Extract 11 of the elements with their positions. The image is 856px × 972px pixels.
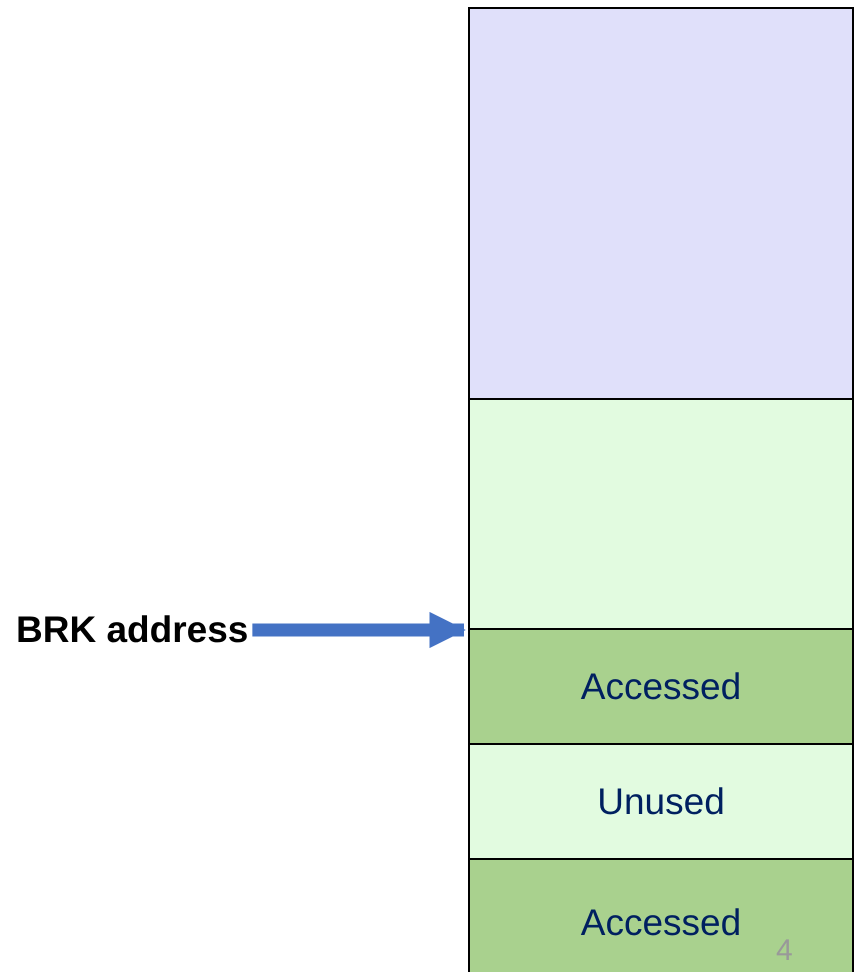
block-label: Accessed (580, 902, 742, 944)
memory-block (468, 7, 854, 400)
pointer-label: BRK address (16, 606, 248, 654)
memory-block (468, 743, 854, 860)
memory-block (468, 628, 854, 745)
block-label: Accessed (580, 666, 742, 708)
block-label: Unused (597, 780, 725, 822)
arrow (252, 612, 466, 648)
page-number: 4 (776, 934, 793, 968)
memory-block (468, 858, 854, 972)
memory-block (468, 398, 854, 630)
